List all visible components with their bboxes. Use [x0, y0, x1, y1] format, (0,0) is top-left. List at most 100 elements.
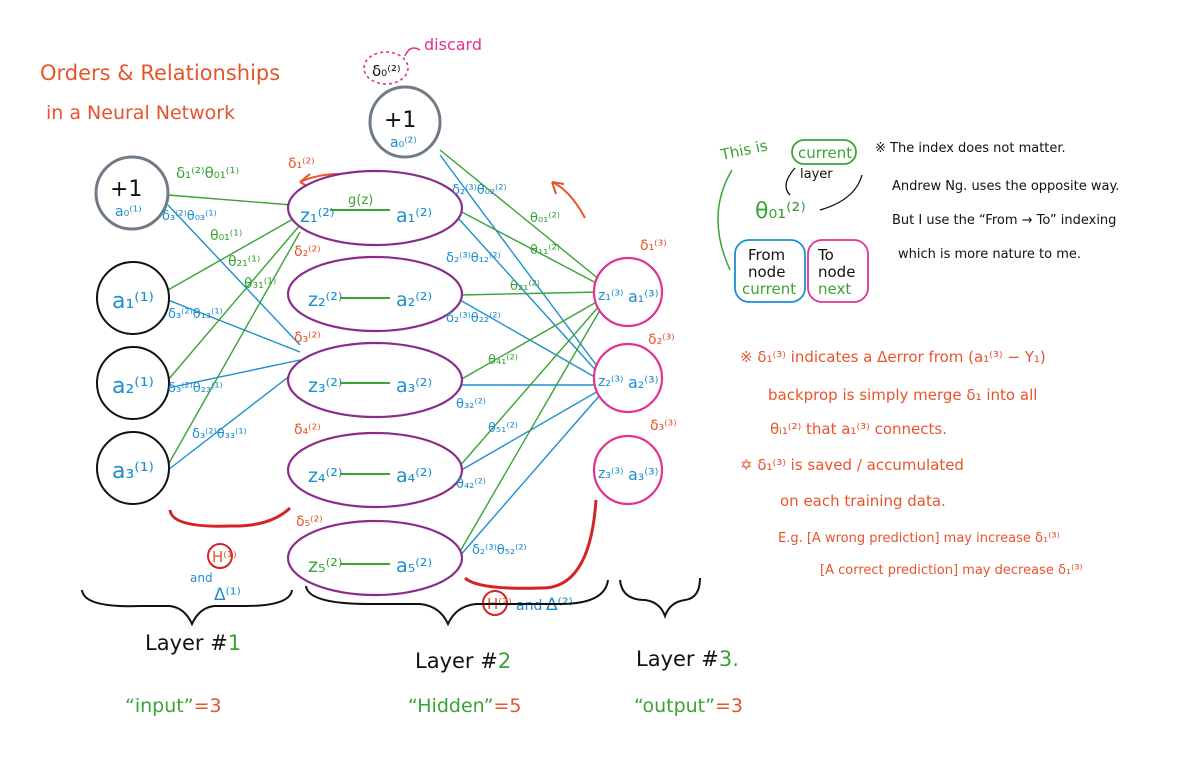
weight-label: δ₂⁽³⁾θ₁₂⁽²⁾ [446, 251, 501, 266]
weight-label: θ₂₁⁽²⁾ [510, 279, 540, 294]
output-node-2 [592, 342, 664, 414]
hidden-bias-label: a₀⁽²⁾ [390, 135, 417, 151]
hidden-delta: δ₅⁽²⁾ [296, 514, 323, 530]
weight-label: θ₁₁⁽²⁾ [530, 243, 560, 258]
output-a-label: a₂⁽³⁾ [628, 373, 659, 392]
edge-l1 [167, 224, 301, 381]
legend-this-is: This is [718, 136, 769, 164]
edge-l2 [457, 309, 601, 556]
edge-l2 [439, 149, 601, 281]
hidden-delta: δ₁⁽²⁾ [288, 156, 315, 172]
input-node-label: a₀⁽¹⁾ [115, 204, 142, 220]
weight-label: θ₄₂⁽²⁾ [456, 477, 486, 492]
and-label-1: and [190, 571, 213, 585]
connections-layer2 [439, 149, 601, 559]
hidden-z-label: z₅⁽²⁾ [308, 555, 343, 577]
output-z-label: z₃⁽³⁾ [598, 466, 623, 482]
note-backprop: ※ δ₁⁽³⁾ indicates a Δerror from (a₁⁽³⁾ −… [740, 348, 1083, 578]
hidden-node-5 [286, 519, 464, 597]
legend-layer: layer [800, 167, 833, 182]
hidden-node-1 [286, 169, 464, 247]
discard-arrow [404, 47, 421, 57]
legend-current-box [791, 139, 857, 165]
accumulator-bracket-1 [168, 506, 292, 528]
backprop-arrow-output [551, 181, 586, 219]
weight-label: δ₁⁽²⁾θ₀₁⁽¹⁾ [176, 164, 239, 182]
weights-layer1: δ₁⁽²⁾θ₀₁⁽¹⁾ δ₃⁽²⁾θ₀₃⁽¹⁾ θ₀₁⁽¹⁾ θ₂₁⁽¹⁾ θ₃… [162, 164, 276, 442]
output-node-3 [592, 434, 664, 506]
edge-l2 [459, 291, 601, 296]
input-node-1 [96, 261, 170, 335]
note-backprop-line: on each training data. [780, 492, 946, 510]
weight-label: δ₃⁽²⁾θ₀₃⁽¹⁾ [162, 209, 217, 224]
layer-brace-3 [619, 577, 701, 619]
output-node-1 [592, 256, 664, 328]
legend-to-line: node [818, 263, 855, 281]
delta1-label: Δ⁽¹⁾ [214, 585, 241, 605]
legend-from-line: From [748, 246, 785, 264]
weight-label: θ₃₂⁽²⁾ [456, 397, 486, 412]
weight-label: θ₀₁⁽¹⁾ [210, 228, 242, 244]
note-index-line: Andrew Ng. uses the opposite way. [892, 179, 1119, 194]
output-a-label: a₃⁽³⁾ [628, 465, 659, 484]
hidden-z-label: z₁⁽²⁾ [300, 205, 335, 227]
note-index: ※ The index does not matter. Andrew Ng. … [875, 141, 1119, 262]
output-delta: δ₁⁽³⁾ [640, 238, 667, 254]
legend-to-line: next [818, 280, 851, 298]
legend-current: current [798, 144, 852, 162]
edge-l2 [459, 299, 601, 381]
input-node-label: a₁⁽¹⁾ [112, 289, 154, 314]
output-delta: δ₃⁽³⁾ [650, 418, 677, 434]
note-index-line: which is more nature to me. [898, 247, 1081, 262]
title-line-2: in a Neural Network [46, 102, 235, 124]
hidden-a-label: a₂⁽²⁾ [396, 289, 432, 311]
note-backprop-line: ✡ δ₁⁽³⁾ is saved / accumulated [740, 456, 964, 474]
bias-plus-one-hidden: +1 [384, 108, 416, 133]
output-a-label: a₁⁽³⁾ [628, 287, 659, 306]
edge-l2 [457, 394, 601, 559]
weight-label: δ₃⁽²⁾θ₁₃⁽¹⁾ [168, 307, 223, 322]
index-legend: This is current layer θ₀₁⁽²⁾ From node c… [717, 136, 869, 303]
layer-2-label: Layer #2 [415, 649, 511, 673]
layer-1-desc: “input”=3 [125, 695, 222, 717]
hidden-delta: δ₄⁽²⁾ [294, 422, 321, 438]
output-z-label: z₁⁽³⁾ [598, 288, 623, 304]
edge-l2 [457, 304, 601, 469]
hidden-delta: δ₃⁽²⁾ [294, 330, 321, 346]
input-node-2 [96, 346, 170, 420]
legend-arrow-this [717, 169, 733, 271]
hidden-a-label: a₁⁽²⁾ [396, 205, 432, 227]
bias-node-hidden [368, 85, 442, 159]
layer-1-label: Layer #1 [145, 631, 241, 655]
legend-from-line: node [748, 263, 785, 281]
legend-symbol: θ₀₁⁽²⁾ [755, 199, 806, 224]
legend-from-box [734, 239, 806, 303]
bias-node-input [94, 155, 170, 231]
note-backprop-line: [A correct prediction] may decrease δ₁⁽³… [820, 563, 1083, 578]
note-backprop-line: backprop is simply merge δ₁ into all [768, 386, 1037, 404]
edge-l2 [439, 154, 601, 371]
edge-l1 [167, 231, 301, 466]
edge-l1 [167, 359, 301, 389]
weight-label: θ₀₁⁽²⁾ [530, 211, 560, 226]
discard-circle [363, 51, 409, 85]
weight-label: θ₂₁⁽¹⁾ [228, 254, 260, 270]
legend-arrow-layer [785, 167, 796, 196]
weights-layer2: δ₂⁽³⁾θ₀₂⁽²⁾ θ₀₁⁽²⁾ δ₂⁽³⁾θ₁₂⁽²⁾ θ₁₁⁽²⁾ δ₂… [446, 183, 560, 558]
note-backprop-line: E.g. [A wrong prediction] may increase δ… [778, 531, 1060, 546]
weight-label: δ₂⁽³⁾θ₂₂⁽²⁾ [446, 311, 501, 326]
input-node-label: a₃⁽¹⁾ [112, 459, 154, 484]
output-layer: z₁⁽³⁾ a₁⁽³⁾ δ₁⁽³⁾ z₂⁽³⁾ a₂⁽³⁾ δ₂⁽³⁾ z₃⁽³… [592, 238, 677, 506]
activation-label: g(z) [348, 193, 373, 208]
legend-to-line: To [817, 246, 834, 264]
input-node-3 [96, 431, 170, 505]
backprop-arrowhead-output [551, 181, 565, 195]
hidden-z-label: z₄⁽²⁾ [308, 465, 343, 487]
title-line-1: Orders & Relationships [40, 61, 280, 85]
bias-plus-one-input: +1 [110, 177, 142, 202]
edge-l2 [457, 389, 601, 473]
edge-l1 [167, 214, 301, 291]
edge-l1 [167, 194, 293, 206]
hidden-z-label: z₂⁽²⁾ [308, 289, 343, 311]
legend-from-line: current [742, 280, 796, 298]
